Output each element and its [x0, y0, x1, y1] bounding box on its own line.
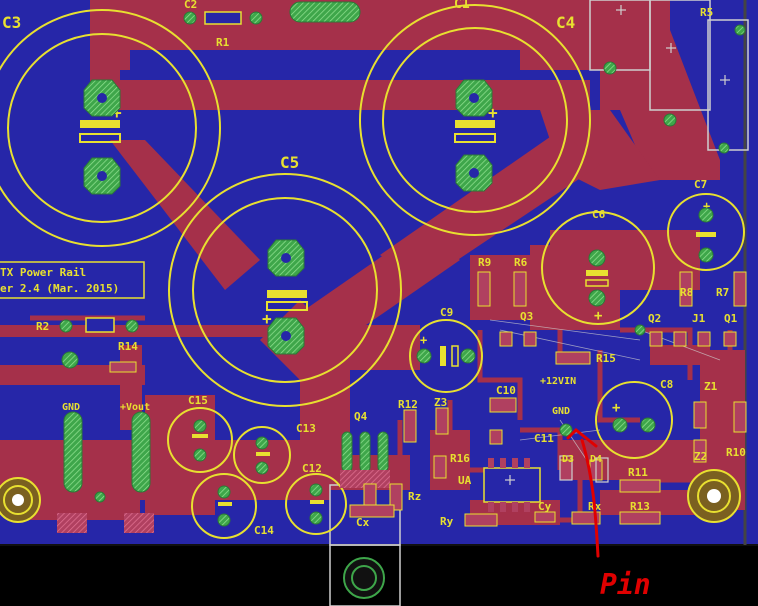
label-r15: R15 — [596, 352, 616, 365]
hatched-smd-pads — [57, 470, 390, 533]
label-c5: C5 — [280, 153, 299, 172]
svg-text:+: + — [262, 309, 272, 328]
label-r2: R2 — [36, 320, 49, 333]
svg-text:+: + — [703, 199, 710, 213]
label-q4: Q4 — [354, 410, 368, 423]
label-c2: C2 — [184, 0, 197, 11]
label-r13: R13 — [630, 500, 650, 513]
svg-text:+: + — [612, 400, 620, 416]
label-c12: C12 — [302, 462, 322, 475]
c14-outline — [191, 473, 257, 539]
label-c4: C4 — [556, 13, 575, 32]
c3-outline — [0, 9, 221, 247]
svg-text:+: + — [594, 308, 602, 324]
label-j1: J1 — [692, 312, 706, 325]
c6-outline — [541, 211, 655, 325]
c8-outline — [595, 381, 673, 459]
label-c8: C8 — [660, 378, 673, 391]
label-r7: R7 — [716, 286, 729, 299]
label-r8: R8 — [680, 286, 693, 299]
svg-text:+: + — [420, 333, 427, 347]
title-block: TX Power Rail er 2.4 (Mar. 2015) — [0, 261, 145, 299]
ua-ic-chip — [483, 458, 541, 512]
label-c6: C6 — [592, 208, 606, 221]
label-cx: Cx — [356, 516, 370, 529]
label-z1: Z1 — [704, 380, 718, 393]
label-r10: R10 — [726, 446, 746, 459]
origin-cross-markers — [505, 5, 730, 485]
label-c7: C7 — [694, 178, 707, 191]
label-r12: R12 — [398, 398, 418, 411]
smd-components — [109, 271, 747, 527]
label-d4: D4 — [590, 454, 602, 465]
label-c11: C11 — [534, 432, 554, 445]
board-outline — [329, 0, 749, 606]
mounting-holes — [0, 469, 741, 599]
label-vout: +Vout — [120, 402, 150, 413]
c9-outline — [409, 319, 483, 393]
capacitor-symbols: + + + + + + + — [79, 103, 716, 506]
c7-outline — [667, 193, 745, 271]
label-r14: R14 — [118, 340, 138, 353]
svg-text:+: + — [112, 103, 122, 122]
c4-outline — [359, 4, 591, 236]
label-ry: Ry — [440, 515, 454, 528]
axial-resistors — [85, 11, 242, 333]
label-r16: R16 — [450, 452, 470, 465]
label-q1: Q1 — [724, 312, 738, 325]
label-q3: Q3 — [520, 310, 533, 323]
label-c14: C14 — [254, 524, 274, 537]
label-c15: C15 — [188, 394, 208, 407]
label-q2: Q2 — [648, 312, 661, 325]
label-c13: C13 — [296, 422, 316, 435]
label-gnd-left: GND — [62, 402, 80, 413]
title-line1: TX Power Rail — [0, 266, 86, 279]
label-r9: R9 — [478, 256, 491, 269]
pin-annotation: Pin — [566, 427, 651, 601]
c5-outline — [168, 173, 402, 407]
annotation-pin-text: Pin — [600, 568, 651, 601]
label-c3: C3 — [2, 13, 21, 32]
label-c10: C10 — [496, 384, 516, 397]
svg-text:+: + — [488, 103, 498, 122]
label-ua: UA — [458, 474, 472, 487]
c15-outline — [167, 407, 233, 473]
label-r6: R6 — [514, 256, 528, 269]
label-z3: Z3 — [434, 396, 447, 409]
pad-holes — [97, 93, 479, 341]
label-gnd-mid: GND — [552, 406, 570, 417]
label-v12in: +12VIN — [540, 376, 576, 387]
c13-outline — [233, 426, 291, 484]
title-line2: er 2.4 (Mar. 2015) — [0, 282, 119, 295]
small-round-pads — [59, 11, 746, 527]
annotation-arrow — [580, 438, 600, 558]
label-r11: R11 — [628, 466, 648, 479]
c12-outline — [285, 473, 347, 535]
label-z2: Z2 — [694, 450, 707, 463]
label-r1: R1 — [216, 36, 230, 49]
gnd-vout-pads — [63, 1, 389, 493]
label-rz: Rz — [408, 490, 421, 503]
label-r5: R5 — [700, 6, 713, 19]
label-c9: C9 — [440, 306, 453, 319]
label-c1: C1 — [454, 0, 470, 12]
label-cy: Cy — [538, 500, 552, 513]
label-d3: D3 — [562, 454, 574, 465]
